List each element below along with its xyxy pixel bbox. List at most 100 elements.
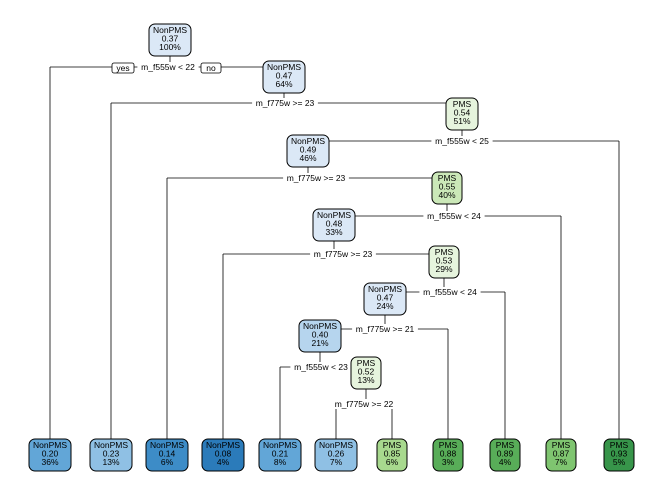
split-label-bg — [352, 324, 418, 334]
node-box — [545, 438, 577, 472]
node-prob: 0.55 — [439, 182, 456, 192]
node-pct: 24% — [376, 301, 393, 311]
split-label: m_f555w < 24 — [423, 287, 477, 297]
node-prob: 0.88 — [440, 449, 457, 459]
no-label: no — [206, 63, 216, 73]
tree-edges — [49, 56, 620, 439]
node-box — [28, 438, 72, 472]
node-box — [432, 438, 464, 472]
node-class: NonPMS — [94, 440, 128, 450]
node-box — [445, 97, 479, 131]
node-pct: 21% — [311, 338, 328, 348]
node-box — [312, 208, 356, 242]
node-prob: 0.21 — [272, 449, 289, 459]
node-pct: 40% — [438, 190, 455, 200]
split-label: m_f775w >= 21 — [356, 324, 415, 334]
node-prob: 0.40 — [312, 330, 329, 340]
node-box — [428, 245, 460, 279]
node-prob: 0.37 — [162, 34, 179, 44]
node-box — [262, 60, 306, 94]
split-label: m_f775w >= 22 — [335, 399, 394, 409]
node-pct: 100% — [159, 42, 181, 52]
node-pct: 13% — [102, 457, 119, 467]
node-prob: 0.54 — [454, 108, 471, 118]
node-prob: 0.52 — [358, 367, 375, 377]
node-class: PMS — [383, 440, 402, 450]
node-class: NonPMS — [303, 321, 337, 331]
node-box — [363, 282, 407, 316]
node-prob: 0.53 — [436, 256, 453, 266]
node-prob: 0.23 — [103, 449, 120, 459]
split-label-bg — [331, 399, 397, 409]
node-class: PMS — [357, 358, 376, 368]
node-prob: 0.87 — [553, 449, 570, 459]
yes-label-box — [111, 62, 135, 74]
node-prob: 0.48 — [326, 219, 343, 229]
node-box — [286, 134, 330, 168]
node-class: PMS — [453, 99, 472, 109]
node-pct: 7% — [330, 457, 343, 467]
node-prob: 0.08 — [215, 449, 232, 459]
node-prob: 0.93 — [611, 449, 628, 459]
node-prob: 0.47 — [377, 293, 394, 303]
node-pct: 3% — [442, 457, 455, 467]
node-box — [314, 438, 358, 472]
node-class: NonPMS — [368, 284, 402, 294]
node-pct: 36% — [41, 457, 58, 467]
node-box — [431, 171, 463, 205]
node-pct: 13% — [357, 375, 374, 385]
no-label-box — [200, 62, 222, 74]
split-label-bg — [137, 62, 199, 72]
node-pct: 7% — [555, 457, 568, 467]
tree-nodes: NonPMS0.37100%NonPMS0.4764%PMS0.5451%Non… — [28, 23, 635, 472]
split-label-bg — [423, 211, 485, 221]
split-label: m_f555w < 23 — [294, 362, 348, 372]
node-class: NonPMS — [153, 25, 187, 35]
node-class: PMS — [610, 440, 629, 450]
node-class: PMS — [552, 440, 571, 450]
node-box — [376, 438, 408, 472]
split-label: m_f775w >= 23 — [287, 173, 346, 183]
split-label-bg — [431, 136, 493, 146]
node-box — [145, 438, 189, 472]
split-label: m_f555w < 24 — [427, 211, 481, 221]
node-box — [201, 438, 245, 472]
node-pct: 33% — [325, 227, 342, 237]
split-label: m_f775w >= 23 — [256, 98, 315, 108]
node-class: PMS — [435, 247, 454, 257]
node-box — [489, 438, 521, 472]
node-class: PMS — [496, 440, 515, 450]
node-class: NonPMS — [263, 440, 297, 450]
node-box — [258, 438, 302, 472]
split-label-bg — [283, 173, 349, 183]
split-label: m_f555w < 22 — [141, 62, 195, 72]
split-label-bg — [310, 249, 376, 259]
node-prob: 0.14 — [159, 449, 176, 459]
node-pct: 6% — [386, 457, 399, 467]
node-class: NonPMS — [319, 440, 353, 450]
node-pct: 4% — [217, 457, 230, 467]
node-pct: 29% — [435, 264, 452, 274]
node-class: NonPMS — [291, 136, 325, 146]
node-box — [603, 438, 635, 472]
node-class: PMS — [438, 173, 457, 183]
